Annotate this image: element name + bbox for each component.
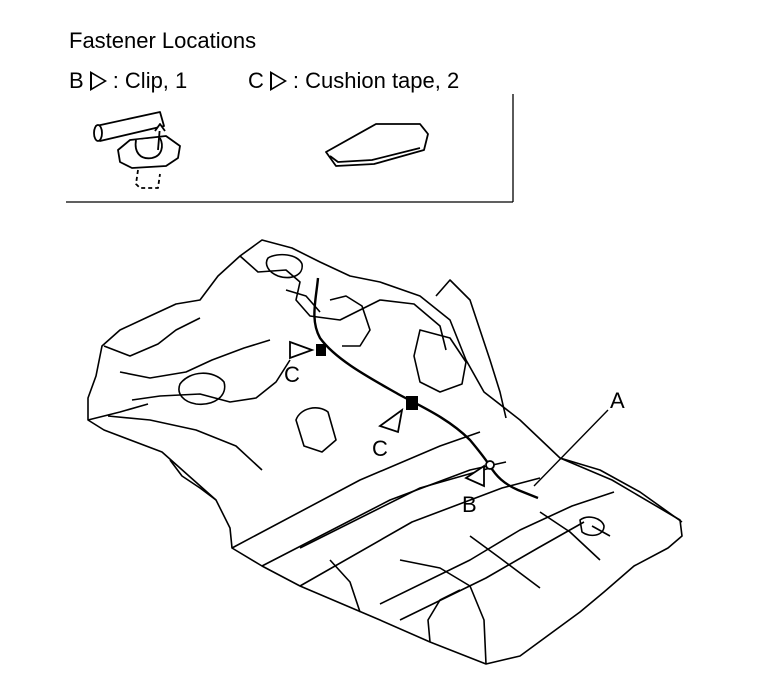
cushion-tape-marker	[406, 396, 418, 410]
cushion-tape-marker	[316, 344, 326, 356]
legend-frame	[66, 94, 514, 203]
legend-clip-letter: B	[69, 68, 84, 93]
clip-icon	[93, 111, 181, 189]
wire-harness	[313, 277, 539, 500]
triangle-marker-icon	[378, 407, 404, 434]
legend-cushion-letter: C	[248, 68, 264, 93]
diagram-title: Fastener Locations	[69, 28, 257, 53]
callout-c-upper: C	[284, 362, 300, 387]
callout-b: B	[462, 492, 477, 517]
triangle-marker-icon	[269, 71, 287, 91]
triangle-marker-icon	[89, 71, 107, 91]
legend-clip: B : Clip, 1	[69, 68, 187, 94]
legend-cushion-text: : Cushion tape, 2	[292, 68, 460, 93]
callout-a: A	[610, 388, 625, 413]
leader-line-a	[533, 409, 609, 487]
car-floor-panel	[87, 239, 683, 665]
cushion-tape-icon	[325, 123, 429, 167]
legend-cushion-tape: C : Cushion tape, 2	[248, 68, 459, 94]
triangle-marker-icon	[289, 340, 315, 360]
callout-c-lower: C	[372, 436, 388, 461]
clip-marker	[485, 460, 495, 470]
triangle-marker-icon	[464, 464, 485, 488]
legend-clip-text: : Clip, 1	[112, 68, 188, 93]
